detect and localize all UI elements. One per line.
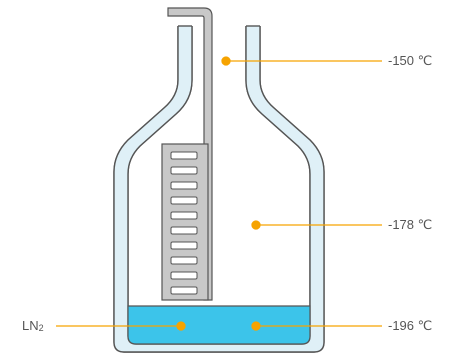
callout-dot-ln2 — [176, 321, 186, 331]
callout-dot-top — [221, 56, 231, 66]
temp-label-top: -150 ℃ — [388, 53, 433, 68]
callout-dot-bottom — [251, 321, 261, 331]
dewar-inner-wall — [127, 26, 311, 345]
temp-label-mid: -178 ℃ — [388, 217, 433, 232]
liquid-nitrogen — [127, 305, 311, 345]
vacuum-jacket — [114, 26, 324, 352]
ln2-label: LN2 — [22, 318, 44, 333]
ln2-label-subscript: 2 — [38, 323, 44, 333]
temp-label-bottom: -196 ℃ — [388, 318, 433, 333]
rack-slots — [170, 151, 198, 295]
dewar-outer-wall — [113, 26, 325, 353]
callout-dot-mid — [251, 220, 261, 230]
ln2-label-main: LN — [22, 318, 39, 333]
